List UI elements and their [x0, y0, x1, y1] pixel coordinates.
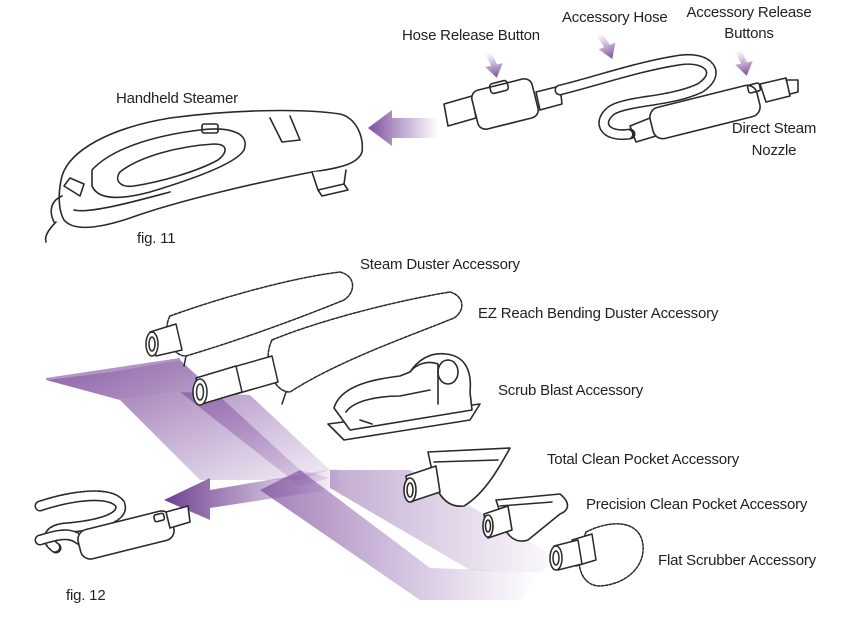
figure-11-caption: fig. 11 — [137, 230, 176, 247]
scrub-blast-label: Scrub Blast Accessory — [498, 382, 644, 399]
hose-release-pointer-icon — [485, 52, 503, 78]
ez-reach-duster-label: EZ Reach Bending Duster Accessory — [478, 305, 719, 322]
handheld-steamer-label: Handheld Steamer — [116, 90, 238, 107]
connect-arrow-fig12-icon — [164, 468, 340, 520]
accessory-release-buttons-label-line2: Buttons — [724, 25, 774, 42]
handheld-steamer-illustration — [44, 109, 364, 243]
scrub-blast-illustration — [327, 352, 481, 441]
figure-12-caption: fig. 12 — [66, 587, 106, 604]
precision-clean-pocket-illustration — [482, 493, 569, 542]
accessory-release-buttons-label-line1: Accessory Release — [686, 4, 812, 21]
direct-steam-nozzle-label-line2: Nozzle — [751, 142, 797, 159]
hose-release-button-label: Hose Release Button — [402, 27, 540, 44]
ez-reach-duster-illustration — [192, 291, 463, 406]
total-clean-pocket-label: Total Clean Pocket Accessory — [547, 451, 739, 468]
steam-duster-label: Steam Duster Accessory — [360, 256, 520, 273]
accessory-hose-label: Accessory Hose — [562, 9, 668, 26]
flat-scrubber-illustration — [549, 523, 644, 587]
flat-scrubber-label: Flat Scrubber Accessory — [658, 552, 816, 569]
total-clean-pocket-illustration — [403, 447, 511, 507]
direct-steam-nozzle-label-line1: Direct Steam — [731, 120, 817, 137]
accessory-release-pointer-icon — [735, 50, 753, 76]
precision-clean-pocket-label: Precision Clean Pocket Accessory — [586, 496, 808, 513]
accessory-hose-fig12-illustration — [34, 490, 191, 560]
connect-arrow-icon — [368, 110, 438, 146]
accessory-hose-pointer-icon — [596, 33, 616, 59]
steam-duster-illustration — [145, 271, 354, 367]
accessory-hose-illustration — [443, 53, 799, 143]
attachment-path-band — [46, 358, 560, 600]
